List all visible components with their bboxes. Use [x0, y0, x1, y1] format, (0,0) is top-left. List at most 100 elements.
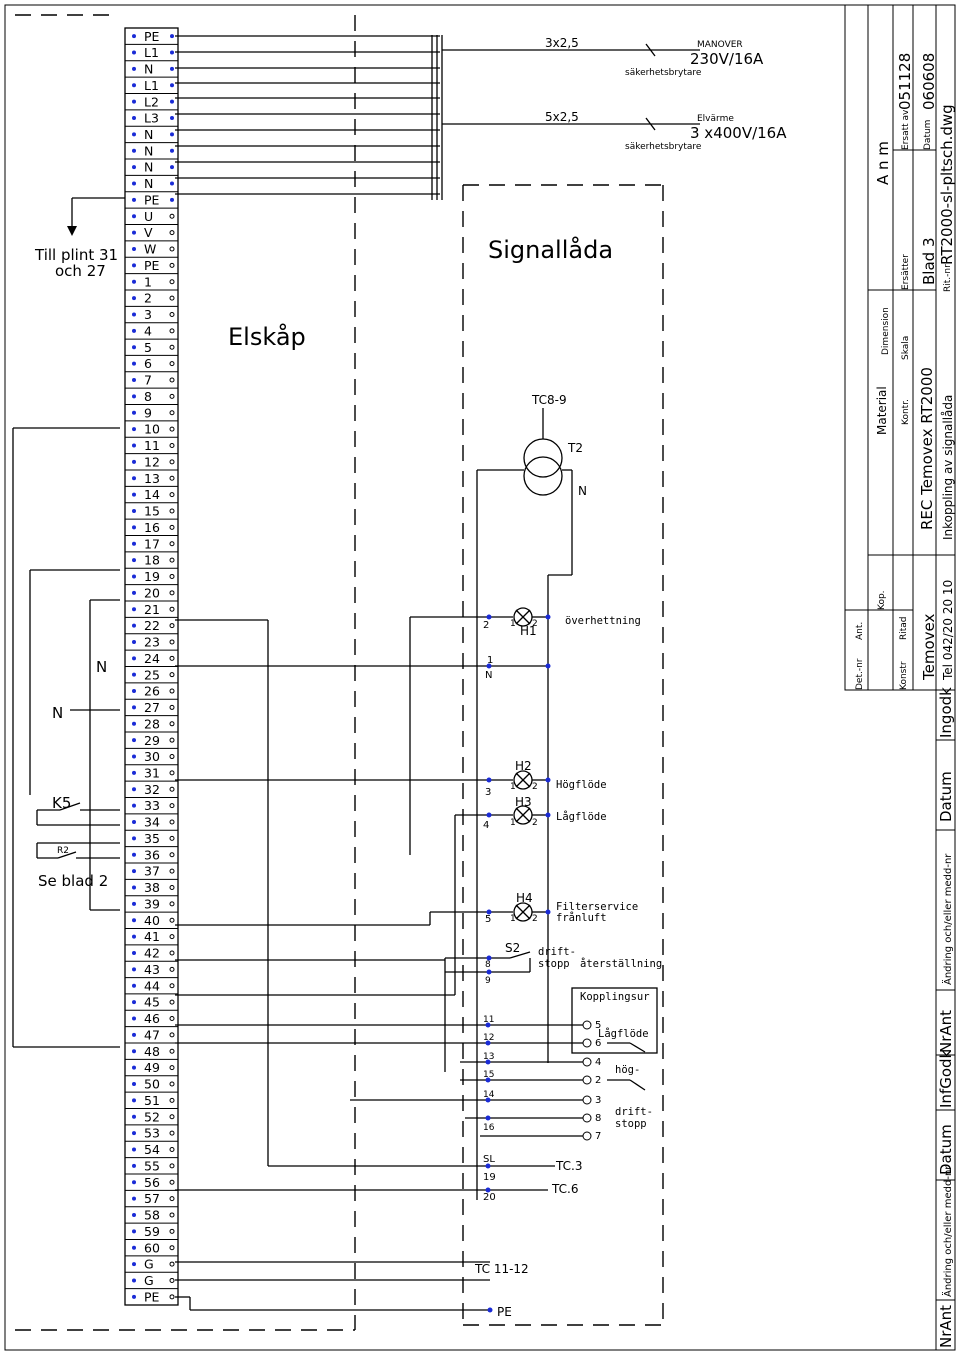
terminal-left-node — [132, 541, 136, 546]
terminal-block: 11 — [125, 436, 178, 453]
elvarme-label: Elvärme — [697, 114, 734, 124]
ritad-label: Ritad — [899, 616, 909, 640]
terminal-left-node — [132, 476, 136, 481]
terminal-right-node — [169, 1261, 175, 1267]
anm-label: A n m — [874, 141, 892, 185]
ersatter-label: Ersätter — [901, 254, 911, 290]
sb-terminal-9: 9 — [485, 976, 491, 986]
cabinet-boundary — [15, 14, 356, 1331]
terminal-right-node — [169, 1294, 175, 1300]
terminal-block: PE — [125, 1288, 178, 1304]
terminal-right-node — [169, 917, 175, 923]
terminal-block: 16 — [125, 518, 178, 535]
sb-terminal-4: 4 — [483, 820, 489, 831]
revision-datum-2: Datum — [937, 1124, 955, 1175]
sb-terminal-1: 1 — [487, 655, 493, 666]
terminal-block: 41 — [125, 927, 178, 944]
cable-label-2: 5x2,5 — [545, 110, 579, 124]
terminal-label: 4 — [144, 323, 152, 338]
terminal-right-node — [170, 116, 174, 121]
sw-contact-8: 8 — [595, 1113, 601, 1124]
terminal-right-node — [169, 1212, 175, 1218]
terminal-block: N — [125, 60, 178, 77]
terminal-label: 27 — [144, 700, 160, 715]
company-name: Temovex — [920, 614, 938, 681]
terminal-label: 25 — [144, 667, 160, 682]
terminal-block: 1 — [125, 273, 178, 289]
tc3-label: TC.3 — [555, 1159, 582, 1173]
terminal-right-node — [169, 1114, 175, 1120]
terminal-right-node — [169, 1032, 175, 1038]
terminal-right-node — [169, 328, 175, 334]
h2-text: Högflöde — [556, 779, 607, 791]
terminal-block: L1 — [125, 76, 178, 93]
terminal-label: 35 — [144, 831, 160, 846]
terminal-block: 45 — [125, 993, 178, 1010]
neutral-label-lower: N — [52, 704, 63, 722]
terminal-left-node — [132, 639, 136, 644]
terminal-left-node — [132, 230, 136, 235]
terminal-left-node — [132, 803, 136, 808]
terminal-label: 24 — [144, 651, 160, 666]
manover-label: MANOVER — [697, 40, 743, 50]
terminal-label: 36 — [144, 847, 160, 862]
terminal-left-node — [132, 558, 136, 563]
till-plint-label-1: Till plint 31 — [34, 246, 118, 264]
terminal-label: 32 — [144, 782, 160, 797]
revision-andring-1: Ändring och/eller medd-nr — [941, 853, 954, 985]
terminal-left-node — [132, 165, 136, 170]
terminal-left-node — [132, 1262, 136, 1267]
terminal-left-node — [132, 787, 136, 792]
terminal-left-node — [132, 99, 136, 104]
terminal-left-node — [132, 66, 136, 71]
terminal-right-node — [169, 835, 175, 841]
h3-pin1: 1 — [510, 818, 516, 828]
terminal-right-node — [169, 901, 175, 907]
terminal-block: N — [125, 158, 178, 175]
terminal-block: 17 — [125, 535, 178, 551]
terminal-left-node — [132, 820, 136, 825]
terminal-label: 1 — [144, 274, 152, 289]
terminal-left-node — [132, 1000, 136, 1005]
terminal-label: N — [144, 143, 153, 158]
terminal-left-node — [132, 672, 136, 677]
terminal-block: N — [125, 142, 178, 158]
terminal-right-node — [169, 754, 175, 760]
terminal-block: N — [125, 174, 178, 191]
terminal-block: 37 — [125, 862, 178, 879]
revision-nrant-1: NrAnt — [937, 1010, 955, 1053]
terminal-label: N — [144, 62, 153, 77]
terminal-right-node — [169, 1163, 175, 1169]
terminal-label: 38 — [144, 880, 160, 895]
terminal-block: 42 — [125, 944, 178, 961]
revision-andring-2: Ändring och/eller medd-nr — [941, 1165, 954, 1297]
terminal-right-node — [169, 721, 175, 727]
terminal-left-node — [132, 1229, 136, 1234]
terminal-block: 25 — [125, 666, 178, 682]
terminal-block: 33 — [125, 796, 178, 813]
company-phone: Tel 042/20 20 10 — [941, 580, 955, 681]
terminal-left-node — [132, 770, 136, 775]
terminal-right-node — [170, 66, 174, 71]
terminal-label: 26 — [144, 684, 160, 699]
neutral-label-upper: N — [96, 658, 107, 676]
terminal-block: 9 — [125, 404, 178, 420]
terminal-left-node — [132, 197, 136, 202]
sw-contact-4: 4 — [595, 1057, 601, 1068]
sb-terminal-11: 11 — [483, 1015, 494, 1025]
terminal-label: 34 — [144, 815, 160, 830]
terminal-label: N — [144, 176, 153, 191]
s2-id: S2 — [505, 941, 520, 955]
terminal-label: 5 — [144, 340, 152, 355]
terminal-label: 10 — [144, 422, 160, 437]
terminal-label: 15 — [144, 504, 160, 519]
terminal-right-node — [169, 393, 175, 399]
terminal-label: L2 — [144, 94, 159, 109]
terminal-right-node — [169, 966, 175, 972]
terminal-label: 33 — [144, 798, 160, 813]
terminal-label: 56 — [144, 1175, 160, 1190]
project-subtitle: Inkoppling av signallåda — [941, 395, 955, 540]
switch-timer: Kopplingsur 11 12 13 15 14 16 5 6 4 2 3 … — [175, 987, 658, 1142]
terminal-left-node — [132, 1131, 136, 1136]
